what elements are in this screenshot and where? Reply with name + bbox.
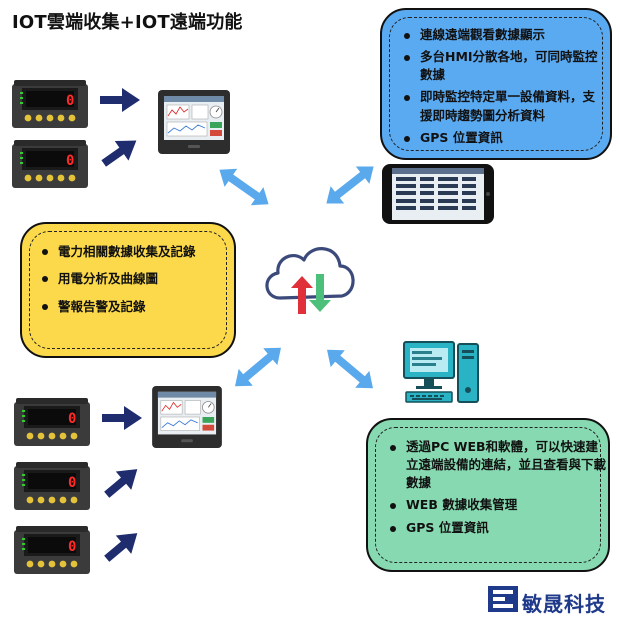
feature-item: 電力相關數據收集及記錄 [40,242,230,261]
double-arrow-icon [320,341,380,396]
double-arrow-icon [320,158,381,212]
feature-item: WEB 數據收集管理 [388,496,608,514]
data-collection-features-box: 電力相關數據收集及記錄 用電分析及曲線圖 警報告警及記錄 [20,222,236,358]
cloud-sync-icon [265,247,355,314]
power-meter-icon [14,398,90,450]
smartphone-icon [382,164,494,224]
arrow-right-icon [100,88,140,112]
power-meter-icon [14,526,90,578]
feature-item: 即時監控特定單一設備資料，支援即時趨勢圖分析資料 [402,88,607,124]
hmi-panel-icon [152,386,222,448]
feature-item: GPS 位置資訊 [388,519,608,537]
power-meter-icon [12,140,88,192]
power-meter-icon [12,80,88,132]
hmi-panel-icon [158,90,230,154]
arrow-right-icon [99,524,145,568]
double-arrow-icon [228,339,288,394]
power-meter-icon [14,462,90,514]
feature-item: 多台HMI分散各地，可同時監控數據 [402,48,607,84]
double-arrow-icon [213,161,275,213]
pc-web-features-box: 透過PC WEB和軟體，可以快速建立遠端設備的連結，並且查看與下載數據 WEB … [366,418,610,572]
logo-mark-icon [488,586,518,612]
arrow-right-icon [102,406,142,430]
feature-item: 用電分析及曲線圖 [40,269,230,288]
feature-item: 透過PC WEB和軟體，可以快速建立遠端設備的連結，並且查看與下載數據 [388,438,608,492]
company-logo-text: 敏晟科技 [522,592,606,616]
remote-viewing-features-box: 連線遠端觀看數據顯示 多台HMI分散各地，可同時監控數據 即時監控特定單一設備資… [380,8,612,160]
arrow-right-icon [99,460,145,504]
arrow-right-icon [97,131,144,174]
feature-item: 警報告警及記錄 [40,297,230,316]
desktop-pc-icon [403,341,479,403]
feature-item: 連線遠端觀看數據顯示 [402,26,607,44]
feature-item: GPS 位置資訊 [402,129,607,147]
page-title: IOT雲端收集+IOT遠端功能 [12,12,243,33]
